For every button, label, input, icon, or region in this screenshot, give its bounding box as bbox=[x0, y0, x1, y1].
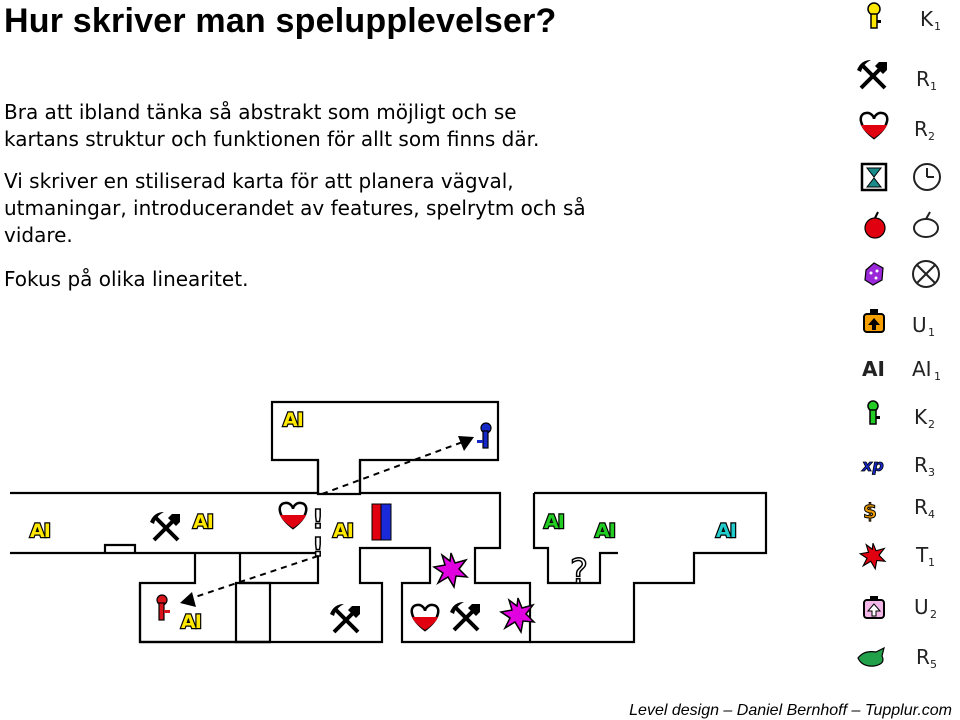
hourglass-icon bbox=[860, 162, 888, 192]
legend-sub: 1 bbox=[934, 20, 941, 33]
path-arrow bbox=[321, 439, 469, 495]
legend-code: R bbox=[916, 645, 930, 669]
pickaxe-shovel-icon bbox=[148, 510, 182, 542]
paragraph-linearity: Fokus på olika linearitet. bbox=[4, 266, 248, 293]
heart-icon bbox=[410, 603, 440, 632]
star-red-icon bbox=[858, 543, 887, 571]
paragraph-line: utmaningar, introducerandet av features,… bbox=[4, 196, 586, 220]
legend-sub: 1 bbox=[928, 326, 935, 339]
legend-code: R bbox=[914, 453, 928, 477]
legend-code: U bbox=[912, 313, 927, 337]
potion-icon bbox=[863, 309, 885, 333]
map-rooms bbox=[10, 400, 768, 644]
key-blue-icon bbox=[477, 422, 492, 449]
exclamation-mark: ! bbox=[312, 505, 324, 535]
legend-sub: 2 bbox=[928, 130, 935, 143]
paragraph-line: kartans struktur och funktionen för allt… bbox=[4, 127, 540, 151]
legend-sub: 1 bbox=[934, 370, 941, 383]
ai-marker bbox=[281, 407, 304, 433]
ai-marker bbox=[191, 509, 214, 535]
paragraph-abstract: Bra att ibland tänka så abstrakt som möj… bbox=[4, 99, 539, 153]
level-map-diagram: AI bbox=[10, 400, 768, 644]
clock-icon bbox=[913, 163, 941, 191]
legend-code: K bbox=[914, 405, 928, 429]
blue-door bbox=[380, 503, 392, 541]
legend-sub: 1 bbox=[928, 556, 935, 569]
dice-icon bbox=[864, 262, 884, 286]
legend-code: U bbox=[914, 595, 929, 619]
right-room bbox=[530, 491, 768, 644]
apple-icon bbox=[864, 211, 886, 239]
dollar-icon: $ bbox=[863, 499, 877, 523]
heart-icon bbox=[859, 111, 889, 140]
pickaxe-shovel-icon bbox=[448, 600, 482, 632]
legend-sub: 2 bbox=[930, 608, 937, 621]
key-yellow-icon bbox=[867, 2, 881, 29]
legend-code: R bbox=[914, 495, 928, 519]
paragraph-line: Bra att ibland tänka så abstrakt som möj… bbox=[4, 100, 517, 124]
key-red-icon bbox=[156, 594, 170, 621]
legend-code: AI bbox=[912, 357, 932, 381]
apple-outline-icon bbox=[913, 211, 939, 238]
ai-marker bbox=[331, 518, 354, 544]
legend-sub: 3 bbox=[928, 466, 935, 479]
pickaxe-shovel-icon bbox=[857, 60, 887, 90]
legend-sub: 1 bbox=[930, 80, 937, 93]
potion-pink-icon bbox=[863, 596, 885, 619]
ai-marker bbox=[28, 518, 51, 544]
paragraph-line: vidare. bbox=[4, 223, 73, 247]
paragraph-line: Vi skriver en stiliserad karta för att p… bbox=[4, 169, 514, 193]
legend-code: R bbox=[914, 117, 928, 141]
legend-sub: 2 bbox=[928, 418, 935, 431]
red-door bbox=[371, 503, 382, 541]
footer-credit: Level design – Daniel Bernhoff – Tupplur… bbox=[629, 702, 952, 719]
legend-code: T bbox=[915, 543, 929, 567]
question-mark: ? bbox=[570, 552, 588, 592]
slide-title: Hur skriver man spelupplevelser? bbox=[4, 2, 557, 40]
ai-icon: AI bbox=[862, 357, 885, 381]
paragraph-stylized-map: Vi skriver en stiliserad karta för att p… bbox=[4, 168, 586, 249]
wheel-icon bbox=[912, 260, 940, 288]
ai-marker bbox=[542, 509, 565, 535]
ai-marker bbox=[179, 609, 202, 635]
ai-marker bbox=[714, 518, 737, 544]
legend-code: K bbox=[920, 7, 934, 31]
bottom-left-room bbox=[138, 583, 270, 644]
heart-icon bbox=[278, 501, 308, 530]
center-corridor bbox=[234, 460, 532, 644]
pickaxe-shovel-icon bbox=[328, 602, 362, 634]
key-green-icon bbox=[867, 400, 880, 425]
arrow-head bbox=[458, 436, 474, 451]
legend-code: R bbox=[916, 67, 930, 91]
arrow-head bbox=[180, 592, 196, 607]
path-arrow bbox=[185, 555, 319, 601]
star-magenta-icon bbox=[433, 552, 468, 588]
green-blob-icon bbox=[857, 646, 885, 667]
legend-sub: 4 bbox=[928, 508, 935, 521]
paragraph-line: Fokus på olika linearitet. bbox=[4, 267, 249, 291]
xp-icon: xp bbox=[861, 456, 884, 475]
ai-marker bbox=[593, 518, 616, 544]
exclamation-mark: ! bbox=[312, 533, 324, 563]
map-legend: K 1 R 1 R 2 bbox=[857, 2, 941, 671]
legend-sub: 5 bbox=[930, 658, 937, 671]
